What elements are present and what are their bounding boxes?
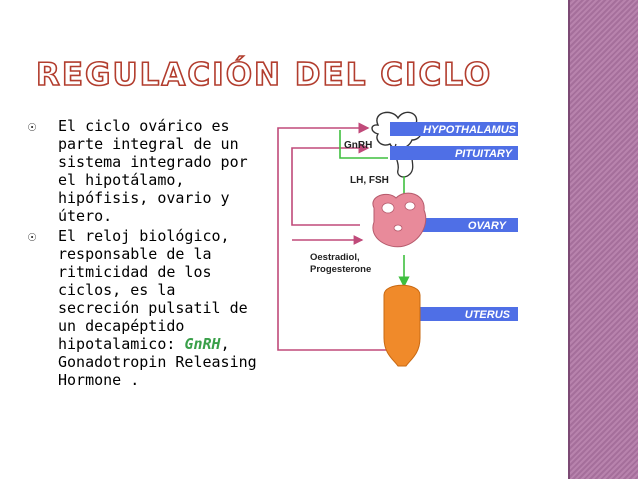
bullet-text: El ciclo ovárico es parte integral de un…: [58, 117, 248, 225]
bullet-item-2: ☉ El reloj biológico, responsable de la …: [28, 227, 260, 389]
band-pituitary: [390, 146, 518, 160]
bullet-text-before: El reloj biológico, responsable de la ri…: [58, 227, 248, 353]
decorative-sidebar: [570, 0, 638, 479]
band-hypothalamus: [390, 122, 518, 136]
band-uterus: [415, 307, 518, 321]
gnrh-highlight: GnRH: [184, 335, 221, 353]
bullet-icon: ☉: [28, 229, 37, 245]
uterus-shape: [383, 284, 421, 367]
label-lh-fsh: LH, FSH: [350, 175, 389, 186]
label-pituitary: PITUITARY: [455, 148, 514, 160]
bullet-item-1: ☉ El ciclo ovárico es parte integral de …: [28, 117, 260, 225]
bullet-list: ☉ El ciclo ovárico es parte integral de …: [28, 117, 260, 391]
feedback-loop-outer: [277, 122, 390, 351]
band-ovary: [415, 218, 518, 232]
label-uterus: UTERUS: [465, 309, 511, 321]
label-gnrh: GnRH: [344, 140, 372, 151]
feedback-loop-ovary: [291, 142, 370, 226]
label-progesterone: Progesterone: [310, 264, 371, 275]
label-oestradiol: Oestradiol,: [310, 252, 360, 263]
bullet-text-after: , Gonadotropin Releasing Hormone .: [58, 335, 257, 389]
label-hypothalamus: HYPOTHALAMUS: [423, 124, 517, 136]
bullet-icon: ☉: [28, 119, 37, 135]
label-ovary: OVARY: [468, 220, 508, 232]
slide-title: REGULACIÓN DEL CICLO: [35, 57, 493, 93]
ovary-shape: [372, 192, 427, 248]
sidebar-edge-line: [568, 0, 570, 479]
gnrh-box-arrow: [339, 130, 388, 159]
hormone-cycle-diagram: HYPOTHALAMUS PITUITARY OVARY UTERUS GnRH…: [277, 111, 518, 367]
